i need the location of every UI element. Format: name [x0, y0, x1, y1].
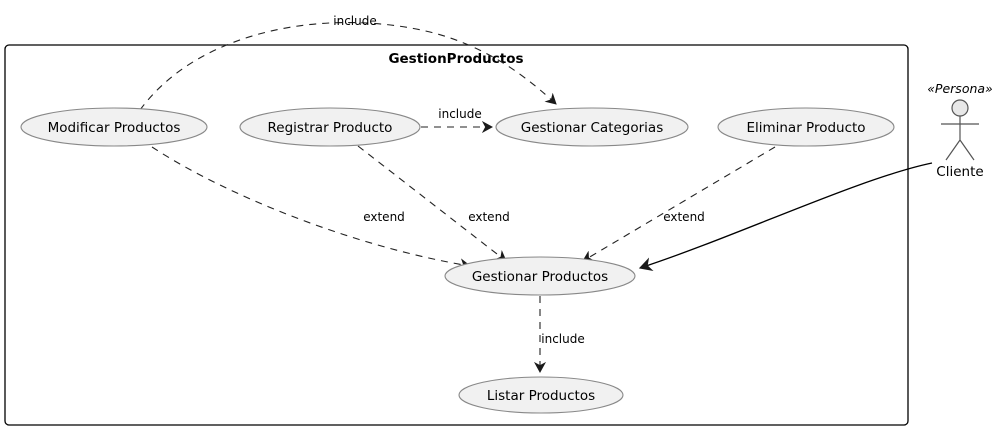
actor-head-icon [951, 99, 969, 117]
use-case-ellipse [20, 107, 208, 147]
edge-label-extend-registrar-gestionar: extend [468, 210, 510, 224]
actor-body-icon [941, 116, 979, 161]
relation-cliente-association-gestionar [638, 162, 933, 272]
use-case-label: Registrar Producto [268, 120, 393, 136]
edge-label-include-registrar-categorias: include [438, 107, 481, 121]
use-case-label: Eliminar Producto [746, 120, 865, 136]
use-case-ellipse [717, 107, 895, 147]
use-case-label: Gestionar Categorias [521, 120, 664, 136]
actor-stick-figure-icon [941, 99, 979, 161]
relation-modificar-extend-gestionar [151, 146, 471, 271]
use-case-ellipse [239, 107, 421, 147]
edge-label-extend-eliminar-gestionar: extend [663, 210, 705, 224]
actor-name-label: Cliente [936, 164, 983, 180]
use-case-eliminar-producto[interactable]: Eliminar Producto [717, 107, 895, 147]
edge-label-extend-modificar-gestionar: extend [363, 210, 405, 224]
use-case-ellipse [444, 256, 636, 296]
use-case-modificar-productos[interactable]: Modificar Productos [20, 107, 208, 147]
edge-label-include-gestionar-listar: include [541, 332, 584, 346]
use-case-gestionar-categorias[interactable]: Gestionar Categorias [495, 107, 689, 147]
use-case-label: Modificar Productos [48, 120, 181, 136]
use-case-gestionar-productos[interactable]: Gestionar Productos [444, 256, 636, 296]
edge-label-include-modificar-categorias: include [333, 14, 376, 28]
actor-cliente[interactable]: «Persona» Cliente [927, 81, 993, 180]
relation-eliminar-extend-gestionar [582, 146, 776, 262]
relation-modificar-include-categorias [139, 21, 557, 111]
frame-title: GestionProductos [388, 51, 523, 67]
use-case-listar-productos[interactable]: Listar Productos [458, 376, 624, 414]
use-case-ellipse [495, 107, 689, 147]
relation-registrar-extend-gestionar [357, 145, 507, 262]
use-case-registrar-producto[interactable]: Registrar Producto [239, 107, 421, 147]
use-case-label: Listar Productos [487, 388, 595, 404]
use-case-ellipse [458, 376, 624, 414]
system-boundary-frame [4, 44, 909, 426]
use-case-label: Gestionar Productos [472, 269, 608, 285]
actor-stereotype-label: «Persona» [927, 81, 993, 96]
